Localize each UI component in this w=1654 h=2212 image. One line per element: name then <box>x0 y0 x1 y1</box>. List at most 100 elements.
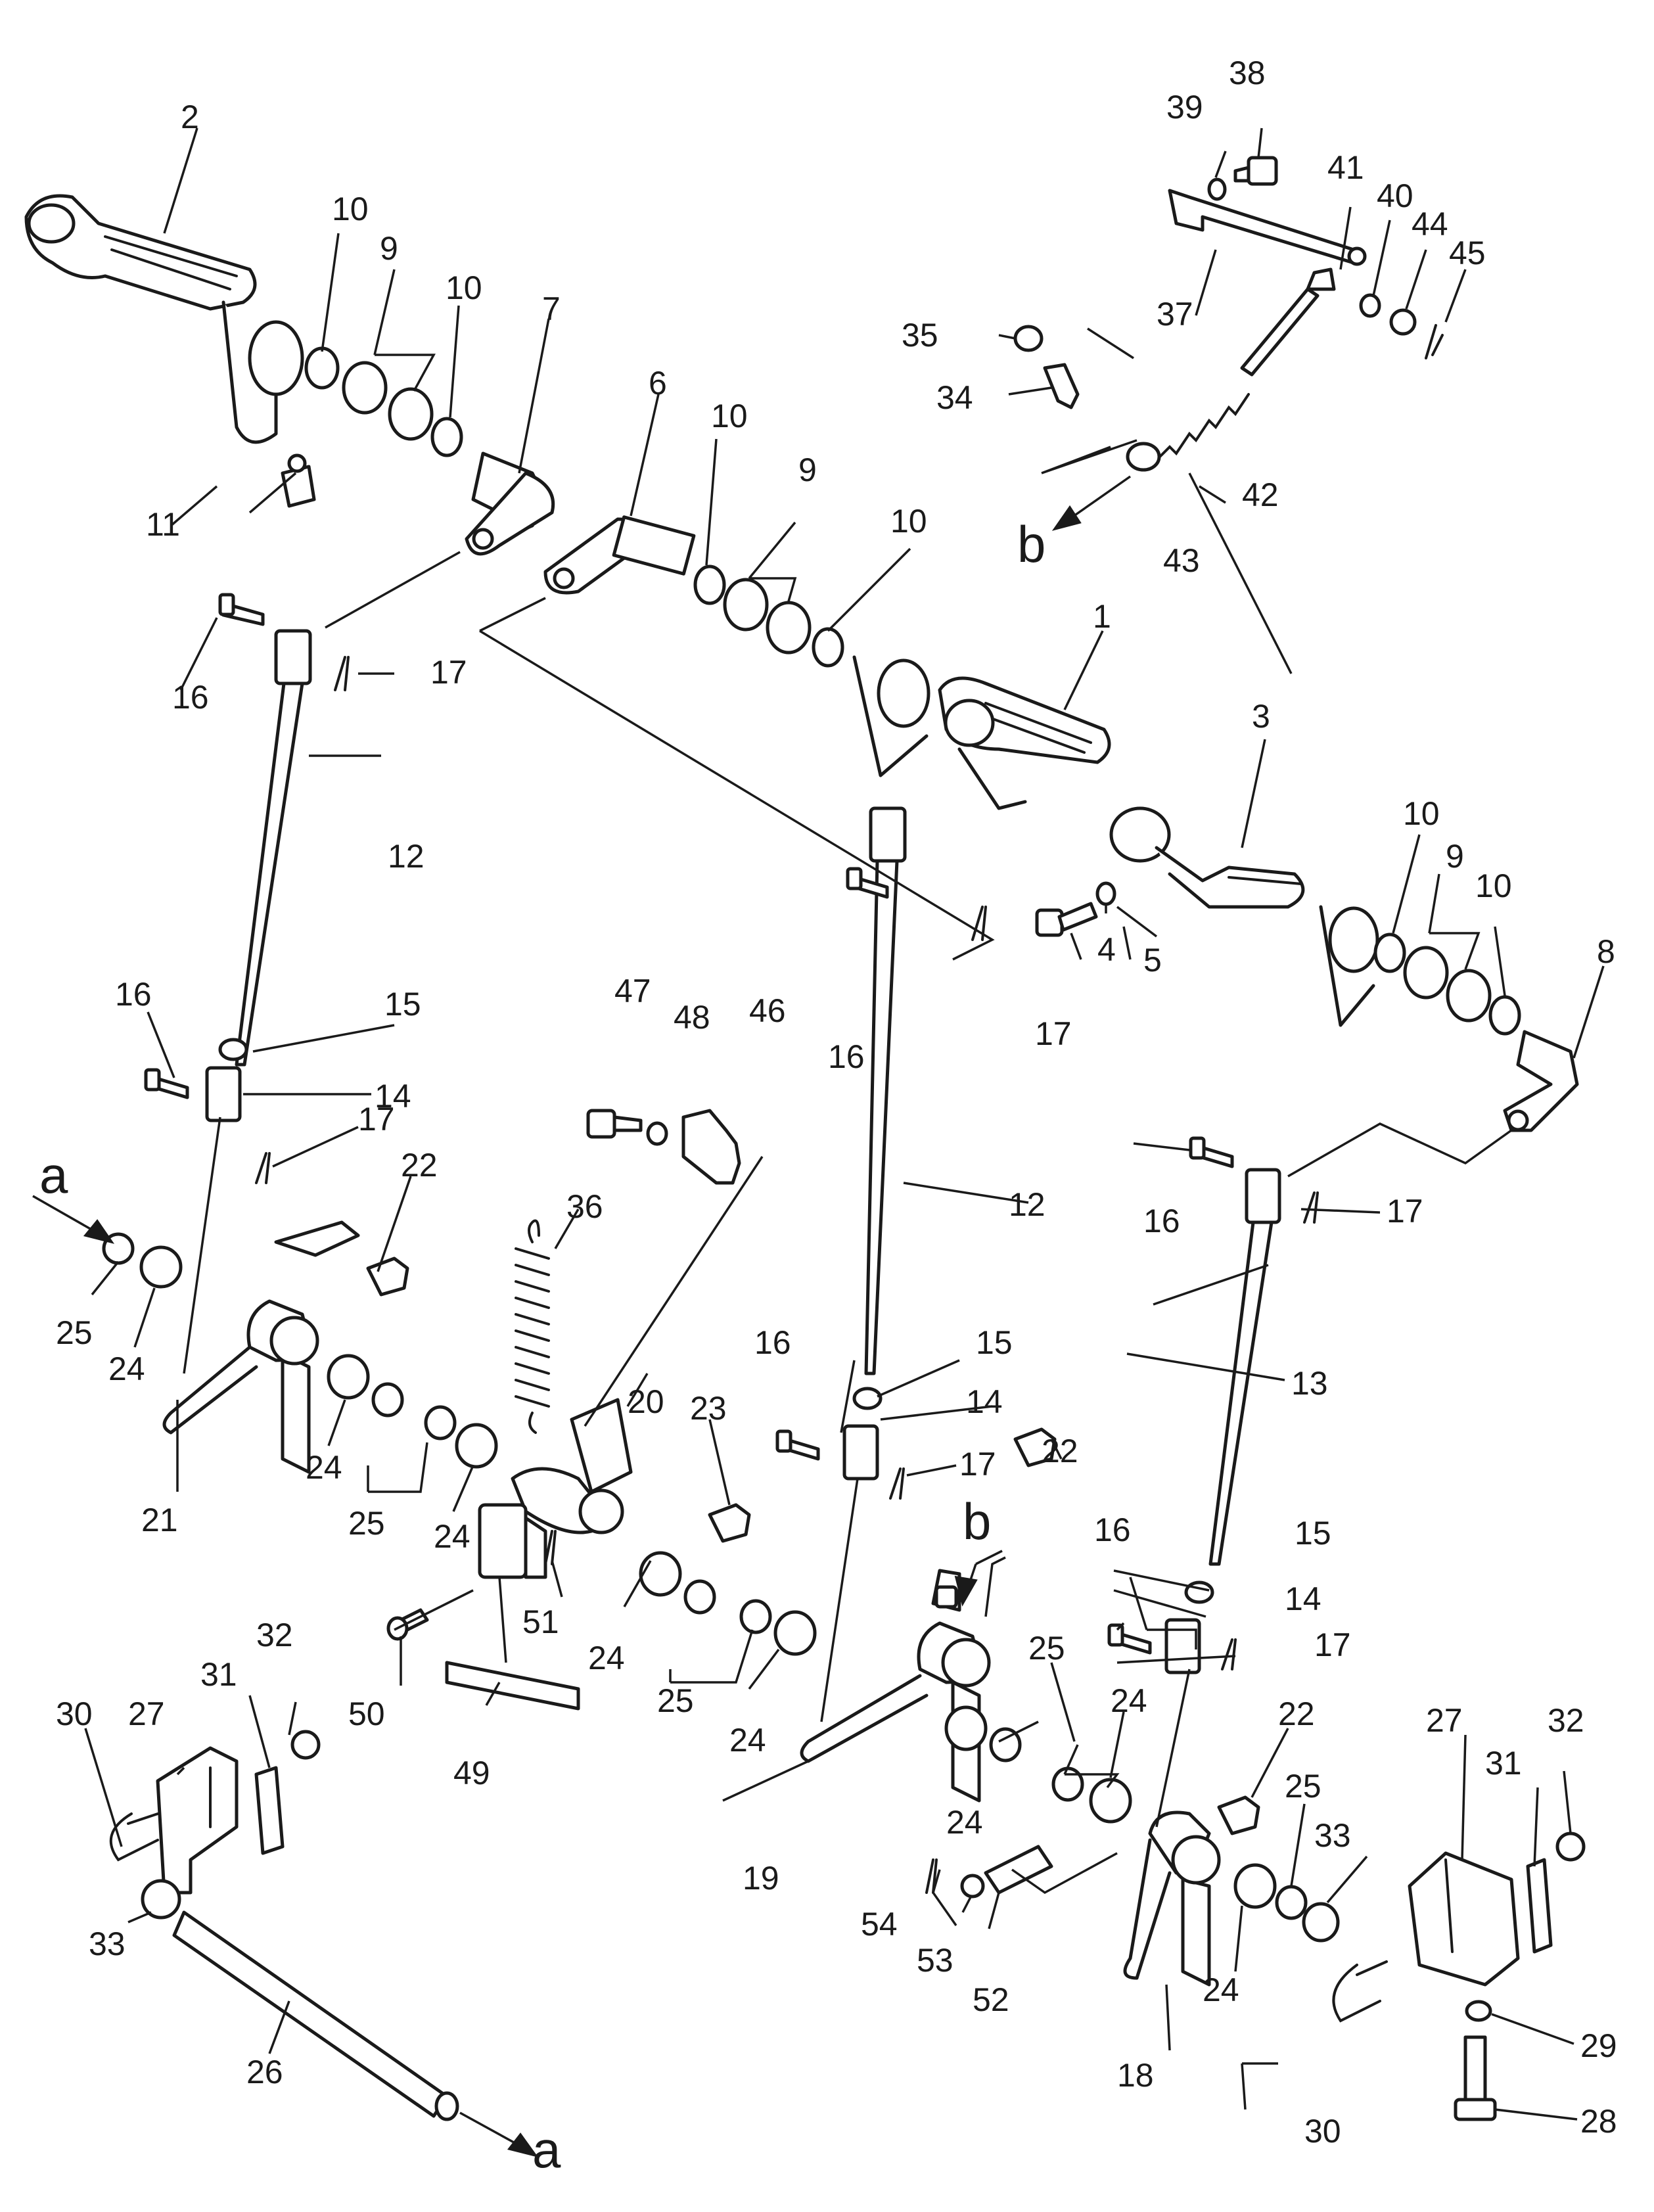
callout-15: 15 <box>384 986 421 1023</box>
pin-b <box>934 1585 958 1609</box>
pedal-2 <box>24 194 304 444</box>
bearing-set-center <box>693 565 844 668</box>
pins-16 <box>144 593 1234 1655</box>
u-bolt-30-right <box>1332 1960 1388 2023</box>
callout-41: 41 <box>1327 149 1364 186</box>
callout-33b: 33 <box>1314 1817 1351 1854</box>
washer-25-right <box>1275 1885 1308 1920</box>
callout-14b: 14 <box>966 1383 1003 1420</box>
cotter-pin-45 <box>1425 324 1444 359</box>
callout-16: 16 <box>172 679 209 716</box>
callout-24: 24 <box>108 1350 145 1387</box>
callout-14: 14 <box>375 1078 411 1115</box>
grease-fitting-22-right <box>1217 1795 1260 1835</box>
callout-10f: 10 <box>1475 867 1512 904</box>
callout-5: 5 <box>1143 942 1162 979</box>
callout-30: 30 <box>56 1695 93 1732</box>
reference-letter-labels: a a b b <box>39 515 1045 2178</box>
callout-16f: 16 <box>1094 1511 1131 1548</box>
letter-b-lower: b <box>963 1492 991 1550</box>
callout-48: 48 <box>674 999 710 1036</box>
callout-27: 27 <box>128 1695 165 1732</box>
callout-2: 2 <box>181 99 199 135</box>
grease-fitting-22-left <box>366 1256 409 1297</box>
callout-16e: 16 <box>1143 1203 1180 1239</box>
callout-46: 46 <box>749 992 786 1029</box>
callout-8: 8 <box>1597 933 1615 970</box>
letter-b-top: b <box>1017 515 1045 573</box>
nut-32-left <box>290 1730 321 1760</box>
callout-28: 28 <box>1580 2103 1617 2140</box>
callout-31: 31 <box>200 1656 237 1693</box>
callout-17f: 17 <box>1314 1626 1351 1663</box>
lever-21 <box>162 1220 360 1474</box>
callout-37: 37 <box>1157 296 1193 333</box>
lever-20 <box>478 1398 633 1579</box>
callout-44: 44 <box>1412 206 1448 242</box>
pedal-1 <box>938 676 1111 810</box>
callout-9b: 9 <box>798 451 817 488</box>
callout-24c: 24 <box>434 1518 471 1555</box>
clip-31-right <box>1526 1858 1553 1954</box>
pedal-3 <box>1109 806 1305 909</box>
bracket-27-left <box>156 1746 239 1895</box>
callout-10d: 10 <box>890 503 927 540</box>
washer-29 <box>1465 2000 1492 2022</box>
callout-17e: 17 <box>959 1446 996 1483</box>
callout-16c: 16 <box>828 1038 865 1075</box>
washer-5 <box>1095 881 1116 906</box>
callout-16b: 16 <box>115 976 152 1013</box>
cotter-pin-51 <box>544 1530 557 1565</box>
bracket-right <box>1319 905 1379 1027</box>
leader-lines <box>84 127 1605 2121</box>
callout-6: 6 <box>649 365 667 402</box>
callout-9c: 9 <box>1446 838 1464 875</box>
callout-12b: 12 <box>1009 1186 1045 1223</box>
callout-32b: 32 <box>1548 1702 1584 1739</box>
callout-4: 4 <box>1097 931 1116 968</box>
bearing-set-top-left <box>304 346 463 457</box>
reference-arrows <box>32 475 1132 2157</box>
callout-43: 43 <box>1163 542 1200 579</box>
callout-27b: 27 <box>1426 1702 1463 1739</box>
bracket-center <box>852 655 930 777</box>
rod-12-left <box>235 629 312 1067</box>
callout-25e: 25 <box>1285 1768 1321 1805</box>
callout-25d: 25 <box>1028 1630 1065 1667</box>
fitting-34 <box>1043 363 1080 409</box>
callout-24e: 24 <box>729 1722 766 1759</box>
u-bolt-30-left <box>109 1812 159 1862</box>
rod-41 <box>1240 267 1336 377</box>
callout-22b: 22 <box>1042 1433 1078 1469</box>
washer-33-left <box>141 1879 181 1920</box>
callout-54: 54 <box>861 1906 898 1943</box>
callout-49: 49 <box>453 1755 490 1791</box>
callout-10e: 10 <box>1403 795 1440 832</box>
bushing-24-right <box>1233 1863 1277 1909</box>
callout-29: 29 <box>1580 2027 1617 2064</box>
callout-1: 1 <box>1093 598 1111 635</box>
callout-30b: 30 <box>1304 2113 1341 2150</box>
callout-14c: 14 <box>1285 1580 1321 1617</box>
washer-33-right <box>1302 1902 1340 1943</box>
bolt-4 <box>1035 902 1098 937</box>
callout-35: 35 <box>902 317 938 354</box>
lever-18 <box>1123 1810 1221 1987</box>
callout-17c: 17 <box>1035 1015 1072 1052</box>
callout-15b: 15 <box>976 1324 1013 1361</box>
callout-21: 21 <box>141 1502 178 1538</box>
nut-35 <box>1013 325 1044 352</box>
callout-16d: 16 <box>754 1324 791 1361</box>
callout-24d: 24 <box>588 1640 625 1676</box>
grease-fitting-22-center <box>1013 1427 1057 1467</box>
callout-18: 18 <box>1117 2057 1154 2094</box>
bracket-37 <box>1168 189 1367 266</box>
washer-40 <box>1359 293 1381 318</box>
bolt-38 <box>1233 156 1278 186</box>
callout-26: 26 <box>246 2054 283 2090</box>
bushing-24-a <box>139 1245 183 1289</box>
nut-32-right <box>1555 1832 1586 1862</box>
callout-15c: 15 <box>1295 1515 1331 1552</box>
callout-34: 34 <box>936 379 973 416</box>
bearing-set-right <box>1373 933 1521 1036</box>
